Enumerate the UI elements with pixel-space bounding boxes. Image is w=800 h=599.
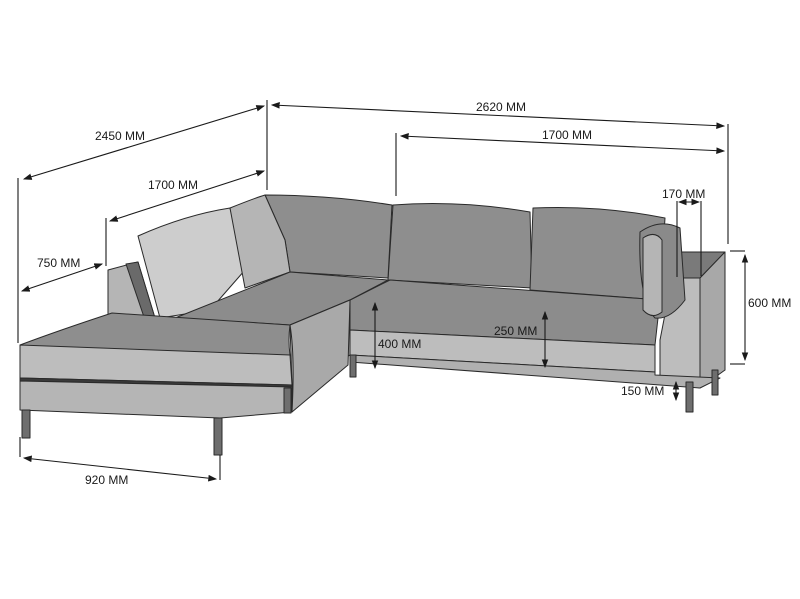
dimension-label-total-height: 600 MM [748,296,792,310]
dimension-label-chaise-width: 920 MM [85,473,129,487]
dimension-label-total-depth: 2450 MM [95,129,146,143]
dimension-label-leg-height: 150 MM [621,384,665,398]
dimension-label-seat-depth: 750 MM [37,256,81,270]
dimension-label-cushion-height: 250 MM [494,324,538,338]
dimension-label-seat-height: 400 MM [378,337,422,351]
dimension-label-right-section-width: 1700 MM [542,128,593,142]
dimension-label-armrest-width: 170 MM [662,187,706,201]
dimension-label-total-width: 2620 MM [476,100,527,114]
dimension-label-left-section-width: 1700 MM [148,178,199,192]
